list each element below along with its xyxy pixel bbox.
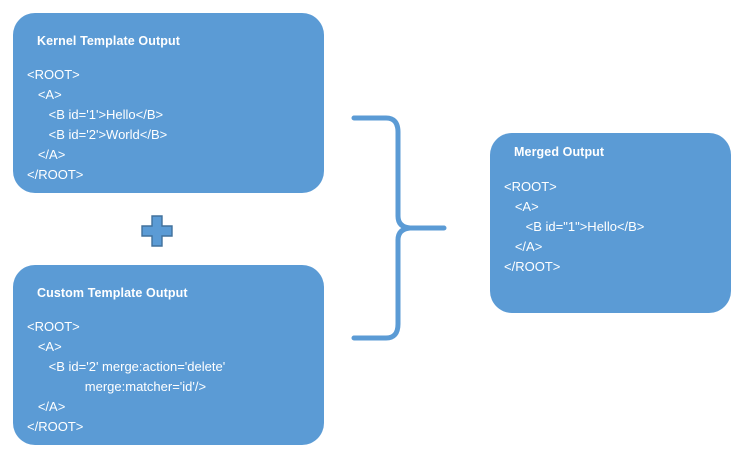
kernel-template-output-code: <ROOT> <A> <B id='1'>Hello</B> <B id='2'… xyxy=(27,67,168,182)
custom-template-output-box: Custom Template Output <ROOT> <A> <B id=… xyxy=(13,265,324,445)
kernel-template-output-box: Kernel Template Output <ROOT> <A> <B id=… xyxy=(13,13,324,193)
right-curly-brace-icon xyxy=(348,108,458,358)
merged-output-title: Merged Output xyxy=(514,145,605,159)
kernel-template-output-title: Kernel Template Output xyxy=(37,34,180,48)
custom-template-output-title: Custom Template Output xyxy=(37,286,188,300)
merged-output-code: <ROOT> <A> <B id="1">Hello</B> </A> </RO… xyxy=(504,179,645,274)
merged-output-box: Merged Output <ROOT> <A> <B id="1">Hello… xyxy=(490,133,731,313)
plus-icon xyxy=(141,215,173,247)
custom-template-output-code: <ROOT> <A> <B id='2' merge:action='delet… xyxy=(27,319,226,434)
